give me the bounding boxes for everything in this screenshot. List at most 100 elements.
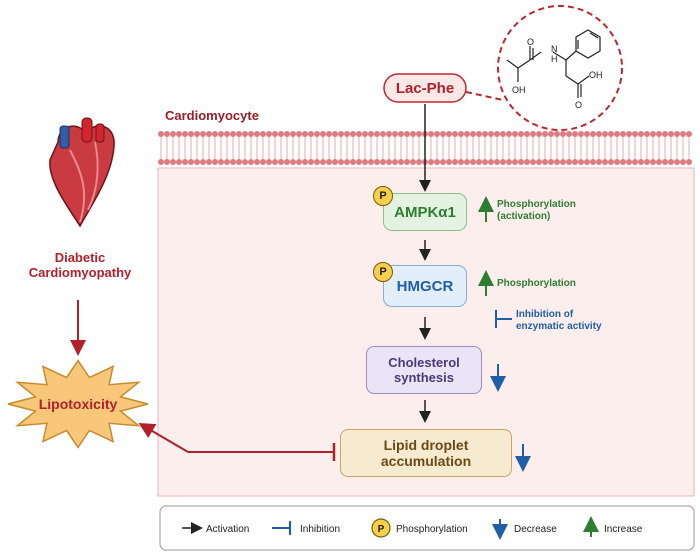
membrane-lipid-head (224, 159, 230, 165)
membrane-lipid-head (644, 131, 650, 137)
membrane-lipid-head (206, 131, 212, 137)
membrane-lipid-head (650, 131, 656, 137)
membrane-lipid-head (302, 159, 308, 165)
membrane-lipid-head (236, 159, 242, 165)
membrane-lipid-head (350, 131, 356, 137)
lipid-droplet-node: Lipid droplet accumulation (340, 429, 512, 477)
ampk-note-line1: Phosphorylation (497, 199, 576, 210)
ampk-label: AMPKα1 (394, 203, 456, 221)
membrane-lipid-head (272, 159, 278, 165)
ampk-p-symbol: P (379, 190, 387, 202)
membrane-lipid-head (176, 131, 182, 137)
membrane-lipid-head (320, 159, 326, 165)
membrane-lipid-head (296, 131, 302, 137)
lipid-line2: accumulation (380, 453, 472, 469)
membrane-lipid-head (326, 131, 332, 137)
legend-phosphorylation-icon (371, 518, 391, 538)
membrane-lipid-head (536, 131, 542, 137)
membrane-lipid-head (440, 131, 446, 137)
membrane-lipid-head (188, 131, 194, 137)
membrane-lipid-head (368, 159, 374, 165)
membrane-lipid-head (230, 131, 236, 137)
membrane-lipid-head (236, 131, 242, 137)
membrane-lipid-head (248, 159, 254, 165)
membrane-lipid-head (284, 131, 290, 137)
atom-o-acid: O (575, 100, 582, 110)
membrane-lipid-head (188, 159, 194, 165)
membrane-lipid-head (266, 159, 272, 165)
membrane-lipid-head (494, 131, 500, 137)
membrane-lipid-head (416, 131, 422, 137)
membrane-lipid-head (374, 131, 380, 137)
membrane-lipid-head (410, 159, 416, 165)
membrane-lipid-head (584, 159, 590, 165)
membrane-lipid-head (254, 159, 260, 165)
membrane-lipid-head (506, 131, 512, 137)
membrane-lipid-head (398, 159, 404, 165)
membrane-lipid-head (686, 159, 692, 165)
membrane-lipid-head (584, 131, 590, 137)
membrane-lipid-head (668, 159, 674, 165)
membrane-lipid-head (392, 131, 398, 137)
membrane-lipid-head (302, 131, 308, 137)
atom-oh-acid: OH (589, 70, 603, 80)
membrane-lipid-head (224, 131, 230, 137)
membrane-lipid-head (500, 131, 506, 137)
cardiomyocyte-label: Cardiomyocyte (165, 108, 259, 123)
legend-phosphorylation-label: Phosphorylation (396, 524, 468, 535)
disease-label: Diabetic Cardiomyopathy (10, 250, 150, 281)
membrane-lipid-head (614, 131, 620, 137)
membrane-lipid-head (320, 131, 326, 137)
membrane-lipid-head (578, 159, 584, 165)
membrane-lipid-head (182, 159, 188, 165)
membrane-lipid-head (212, 159, 218, 165)
hmgcr-inhibition-line1: Inhibition of (516, 309, 574, 320)
membrane-lipid-head (590, 131, 596, 137)
arrow-to-lipotoxicity (138, 422, 189, 453)
atom-h: H (551, 54, 558, 64)
membrane-lipid-head (578, 131, 584, 137)
membrane-lipid-head (638, 159, 644, 165)
membrane-lipid-head (392, 159, 398, 165)
membrane-lipid-head (560, 159, 566, 165)
membrane-lipid-head (542, 131, 548, 137)
membrane-lipid-head (278, 131, 284, 137)
cholesterol-node: Cholesterol synthesis (366, 346, 482, 394)
membrane-lipid-head (548, 159, 554, 165)
membrane-lipid-head (566, 159, 572, 165)
membrane-lipid-head (620, 159, 626, 165)
membrane-lipid-head (506, 159, 512, 165)
membrane-lipid-head (566, 131, 572, 137)
membrane-lipid-head (656, 159, 662, 165)
membrane-lipid-head (194, 131, 200, 137)
legend-p-symbol: P (378, 524, 385, 535)
membrane-lipid-head (218, 159, 224, 165)
membrane-lipid-head (620, 131, 626, 137)
membrane-lipid-head (644, 159, 650, 165)
membrane-lipid-head (626, 159, 632, 165)
membrane-lipid-head (158, 131, 164, 137)
membrane-lipid-head (668, 131, 674, 137)
membrane-lipid-head (548, 131, 554, 137)
heart-illustration (49, 117, 115, 228)
membrane-lipid-head (464, 131, 470, 137)
membrane-lipid-head (524, 131, 530, 137)
lipotoxicity-starburst (7, 359, 149, 449)
membrane-lipid-head (524, 159, 530, 165)
membrane-lipid-head (272, 131, 278, 137)
disease-line2: Cardiomyopathy (28, 264, 132, 280)
membrane-lipid-head (278, 159, 284, 165)
membrane-lipid-head (158, 159, 164, 165)
membrane-lipid-head (266, 131, 272, 137)
lipid-line1: Lipid droplet (383, 437, 469, 453)
membrane-lipid-head (572, 131, 578, 137)
membrane-lipid-head (680, 131, 686, 137)
membrane-lipid-head (464, 159, 470, 165)
membrane-lipid-head (296, 159, 302, 165)
membrane-lipid-head (398, 131, 404, 137)
membrane-lipid-head (170, 159, 176, 165)
membrane-lipid-head (350, 159, 356, 165)
membrane-lipid-head (554, 131, 560, 137)
membrane-lipid-head (194, 159, 200, 165)
membrane-lipid-head (596, 131, 602, 137)
